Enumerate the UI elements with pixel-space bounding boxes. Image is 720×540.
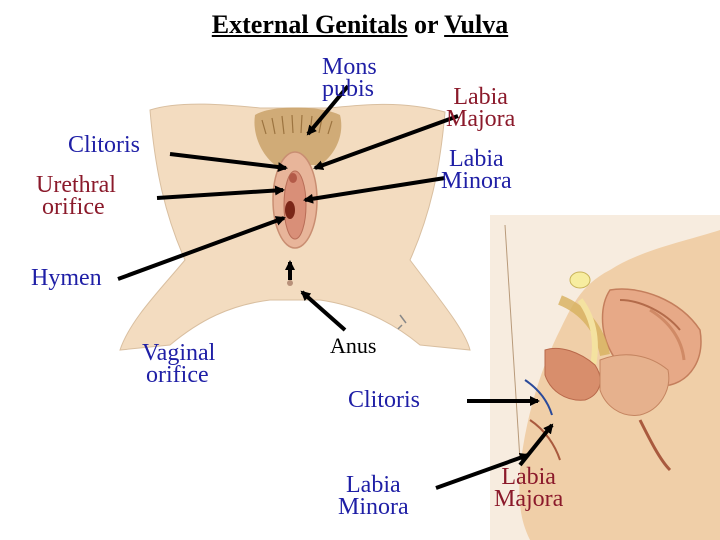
title-part-external-genitals: External Genitals (211, 10, 408, 39)
arrow-labia-minora-section (435, 452, 530, 490)
arrow-clitoris (169, 152, 288, 173)
label-hymen: Hymen (31, 265, 102, 291)
label-labia-majora-section: Labia Majora (494, 464, 564, 512)
arrow-labia-majora-section (518, 423, 554, 467)
title-part-vulva: Vulva (444, 10, 509, 39)
label-labia-minora-section: Labia Minora (338, 472, 409, 520)
label-labia-minora-top: Labia Minora (441, 146, 512, 194)
annotation-arrows (117, 84, 554, 490)
arrow-urethral-orifice (156, 185, 285, 200)
arrow-vaginal-orifice (117, 216, 286, 281)
slide-title: External Genitals or Vulva (0, 10, 720, 40)
label-vaginal-orifice: Vaginal orifice (142, 340, 216, 388)
label-clitoris-section: Clitoris (348, 387, 421, 413)
arrow-mons-pubis (306, 84, 350, 136)
sagittal-section-illustration (490, 215, 720, 540)
label-labia-majora-top: Labia Majora (446, 84, 516, 132)
label-urethral-orifice: Urethral orifice (36, 172, 116, 220)
arrow-labia-majora (313, 114, 459, 170)
label-mons-pubis: Mons pubis (322, 54, 377, 102)
arrow-labia-minora (303, 176, 446, 204)
arrow-anus (300, 290, 347, 332)
title-connector: or (414, 10, 439, 39)
vulva-illustration (119, 103, 471, 351)
label-clitoris: Clitoris (68, 132, 141, 158)
label-anus: Anus (330, 333, 377, 358)
